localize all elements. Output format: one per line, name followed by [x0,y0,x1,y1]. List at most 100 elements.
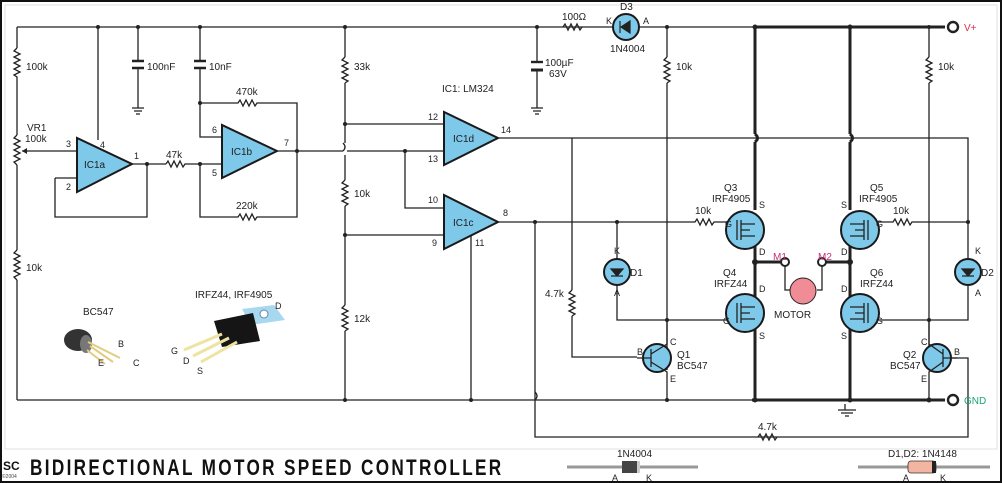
pin-label: D [841,284,848,294]
ic1a-feedback-wire [54,164,148,218]
resistor-100ohm [562,22,583,32]
pin-label: D [759,284,766,294]
ground-icon [132,107,144,115]
pin-label: A [612,473,618,483]
label-10nf: 10nF [209,62,232,73]
resistor-10k-q3 [572,217,728,227]
terminal-gnd[interactable] [946,393,960,407]
label-ic1-header: IC1: LM324 [442,84,494,95]
label-ic1c: IC1c [453,218,474,229]
pin-label: 1 [134,151,139,161]
label-10k-q5: 10k [893,206,910,217]
label-470k: 470k [236,87,259,98]
resistor-470k [200,98,298,151]
pin-label: G [876,316,883,326]
resistor-4k7-bottom [757,432,778,442]
resistor-10k-q5 [878,217,968,227]
pin-label: 3 [66,139,71,149]
pin-label: D [183,356,190,366]
label-100nf: 100nF [147,62,175,73]
pin-label: S [841,200,847,210]
resistor-33k [340,56,350,84]
resistor-100k [12,47,22,80]
label-4k7-q1: 4.7k [545,289,565,300]
pin-label: B [637,347,643,357]
pin-label: 12 [428,112,438,122]
label-47k: 47k [166,150,183,161]
resistor-12k [340,304,350,332]
pin-label: 14 [501,125,511,135]
opamp-ic1d [443,110,501,167]
label-d2: D2 [981,268,994,279]
resistor-4k7-q1 [567,289,577,317]
resistor-10k-right [924,56,934,84]
cap-10nf-wire [199,27,222,138]
pin-label: 8 [503,208,508,218]
label-q4: Q4 [723,268,737,279]
inner-border [4,4,998,450]
resistor-10k-mid [340,179,350,207]
label-10k-left: 10k [26,263,43,274]
label-q2-type: BC547 [890,361,921,372]
pin-label: C [133,358,140,368]
opamp-ic1b [221,123,280,180]
pin-label: D [841,247,848,257]
bc547-package-illustration [64,329,121,365]
label-vr1: VR1 [27,123,47,134]
pin-label: K [646,473,652,483]
label-10k-right: 10k [938,62,955,73]
pin-label: K [606,16,612,26]
resistor-10k-left [12,249,22,281]
pin-label: S [197,366,203,376]
pin-label: D [759,247,766,257]
sc-logo: SC [3,459,20,473]
label-10k-d3: 10k [676,62,693,73]
diode-d3-symbol-icon [619,19,631,35]
pin-label: S [759,331,765,341]
label-63v: 63V [549,69,567,80]
label-33k: 33k [354,62,371,73]
label-q3-type: IRF4905 [712,194,751,205]
pin-label: K [940,473,946,483]
label-d1: D1 [630,268,643,279]
terminal-vplus[interactable] [946,20,960,34]
pin-label: A [975,288,981,298]
label-12k: 12k [354,314,371,325]
label-220k: 220k [236,201,259,212]
capacitor-10nf [194,59,206,70]
feedback-4k7-wire [534,222,969,438]
label-m2: M2 [818,252,832,263]
pin-label: 7 [284,138,289,148]
label-4k7-bottom: 4.7k [758,422,778,433]
label-10k-q3: 10k [695,206,712,217]
label-d3: D3 [620,2,633,13]
potentiometer-vr1 [12,134,22,166]
pin-label: G [725,219,732,229]
label-ic1d: IC1d [453,134,474,145]
label-q2: Q2 [903,350,917,361]
pin-label: A [643,16,649,26]
ground-icon-2 [531,107,543,115]
label-q1: Q1 [677,350,691,361]
pin-label: 5 [212,168,217,178]
label-bc547-pkg: BC547 [83,307,114,318]
diagram-title: BIDIRECTIONAL MOTOR SPEED CONTROLLER [30,455,504,480]
pin-label: A [614,288,620,298]
resistor-47k [165,159,222,169]
copyright-year: ©2004 [2,474,17,480]
label-q6-type: IRFZ44 [860,279,894,290]
ground-icon-3 [838,404,856,417]
resistor-10k-d3 [662,56,672,84]
pin-label: G [171,346,178,356]
pin-label: A [903,473,909,483]
label-legend-1n4004: 1N4004 [617,449,652,460]
motor [789,277,817,305]
label-ic1a: IC1a [84,160,106,171]
label-vplus: V+ [964,23,977,34]
label-ic1b: IC1b [231,147,253,158]
pin-label: E [921,374,927,384]
label-m1: M1 [773,252,787,263]
pin-label: D [275,301,282,311]
